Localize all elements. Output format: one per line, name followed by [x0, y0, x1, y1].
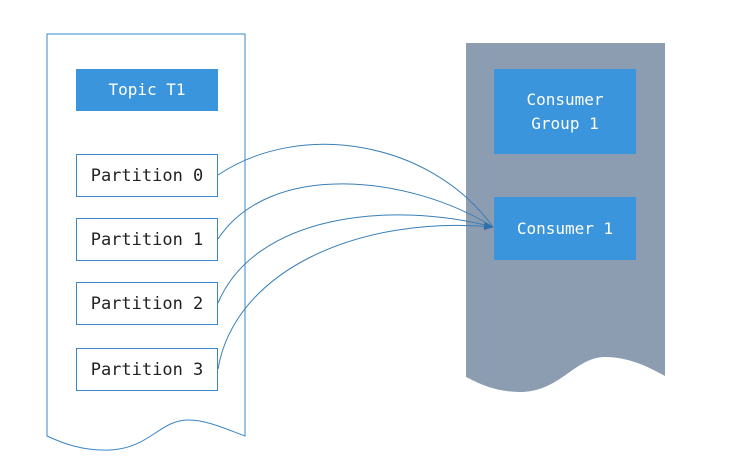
partition-label-0: Partition 0: [90, 165, 204, 186]
partition-label-3: Partition 3: [90, 359, 204, 380]
connector-partition-0: [217, 143, 494, 228]
consumer-box: Consumer 1: [494, 197, 636, 260]
topic-label-box: Topic T1: [76, 69, 218, 111]
partition-box-3: Partition 3: [76, 348, 218, 391]
connector-partition-3: [217, 222, 494, 370]
consumer-group-label: Consumer Group 1: [526, 89, 604, 133]
topic-label: Topic T1: [108, 80, 186, 99]
connector-partition-1: [217, 183, 494, 240]
partition-box-1: Partition 1: [76, 218, 218, 261]
connector-partition-2: [217, 214, 494, 304]
consumer-label: Consumer 1: [516, 218, 614, 238]
consumer-group-label-box: Consumer Group 1: [494, 69, 636, 154]
partition-box-2: Partition 2: [76, 282, 218, 325]
partition-box-0: Partition 0: [76, 154, 218, 197]
partition-label-1: Partition 1: [90, 229, 204, 250]
partition-label-2: Partition 2: [90, 293, 204, 314]
